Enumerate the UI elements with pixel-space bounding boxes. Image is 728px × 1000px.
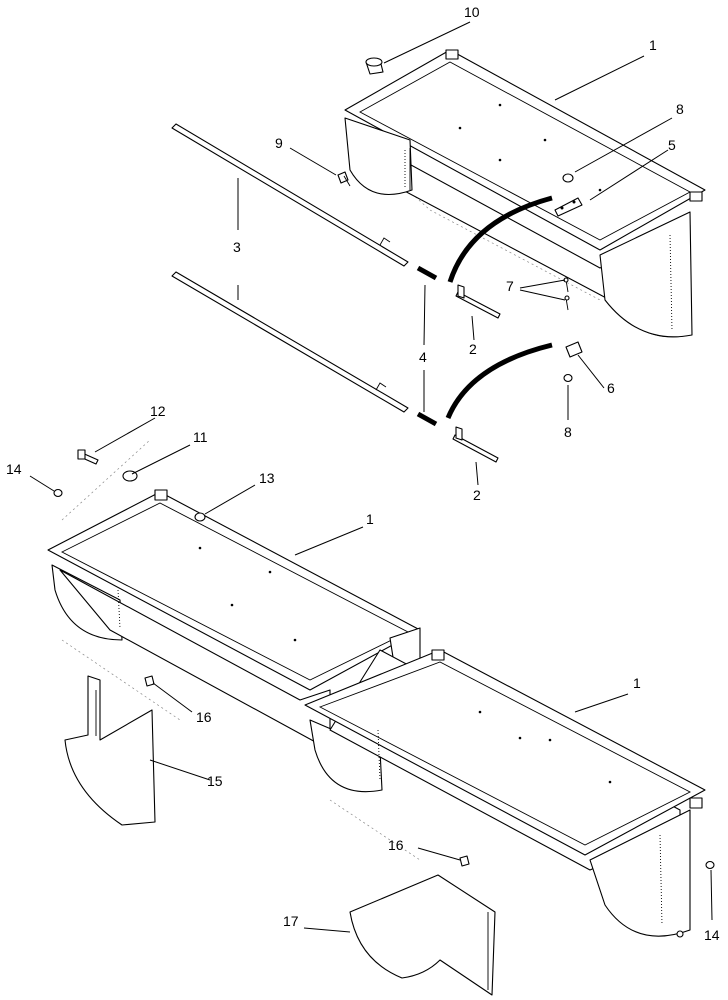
callout-10: 10	[464, 4, 480, 20]
part-3-rod-upper	[171, 123, 409, 267]
callout-7: 7	[506, 278, 514, 294]
callout-3: 3	[233, 239, 241, 255]
callout-9: 9	[275, 135, 283, 151]
part-10-fitting	[365, 57, 384, 75]
callout-17: 17	[283, 913, 299, 929]
callout-14-left: 14	[6, 461, 22, 477]
upper-bin-assembly	[344, 49, 706, 338]
part-12-bolt	[77, 449, 99, 465]
callout-16-left: 16	[196, 709, 212, 725]
part-2-shaft-upper	[455, 284, 501, 319]
callout-4: 4	[419, 349, 427, 365]
part-9-bolt	[337, 171, 351, 187]
part-8-nut-upper	[562, 173, 574, 183]
callout-15: 15	[207, 773, 223, 789]
callout-8-lower: 8	[564, 424, 572, 440]
callout-1-lower-left: 1	[366, 511, 374, 527]
callout-11: 11	[193, 429, 208, 445]
callout-16-right: 16	[388, 837, 404, 853]
callout-5: 5	[668, 137, 676, 153]
callout-2-upper: 2	[469, 341, 477, 357]
part-17-end-plate	[349, 874, 496, 996]
lower-left-bin-assembly	[47, 439, 421, 751]
part-5-plate	[554, 197, 583, 217]
callout-13: 13	[259, 470, 275, 486]
callout-12: 12	[150, 403, 166, 419]
callout-14-right: 14	[704, 927, 720, 943]
part-2-shaft-lower	[452, 426, 499, 463]
part-15-end-plate	[64, 675, 156, 826]
callout-1-lower-right: 1	[633, 675, 641, 691]
callout-6: 6	[607, 380, 615, 396]
callout-2-lower: 2	[473, 487, 481, 503]
callout-8-upper: 8	[676, 101, 684, 117]
part-6-bracket	[565, 341, 583, 358]
lower-right-bin-assembly	[304, 649, 706, 938]
part-3-rod-lower	[171, 271, 409, 413]
callout-1-upper: 1	[649, 37, 657, 53]
